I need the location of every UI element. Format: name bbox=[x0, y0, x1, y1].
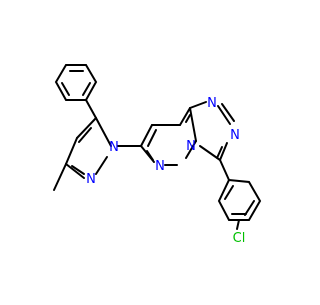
methyl-bond bbox=[53, 163, 67, 191]
phenyl-double-bond bbox=[61, 82, 70, 96]
chlorophenyl-ring-bond bbox=[217, 178, 262, 221]
triazole-chlorophenyl-bond bbox=[219, 159, 230, 181]
chlorine-bond bbox=[236, 219, 240, 230]
pyrazole-double-bond bbox=[71, 165, 85, 175]
atom-label-n: N bbox=[230, 128, 240, 143]
pyridazine-double-bond bbox=[185, 114, 191, 123]
chlorophenyl-double-bond bbox=[224, 185, 234, 200]
triazole-bond bbox=[199, 145, 221, 161]
pyridazine-double-bond bbox=[147, 129, 157, 147]
structure-diagram: N N N N N N Cl bbox=[53, 64, 262, 246]
pyridazine-double-bond bbox=[146, 150, 154, 161]
atom-label-n: N bbox=[155, 159, 165, 174]
triazole-double-bond bbox=[216, 146, 223, 159]
pyrazole-bond bbox=[95, 117, 112, 147]
triazole-bond bbox=[219, 142, 228, 161]
pyrazole-bond bbox=[76, 117, 97, 139]
pyrazole-bond bbox=[65, 163, 85, 179]
triazole-bond bbox=[189, 107, 197, 142]
molecule-canvas: N N N N N N Cl bbox=[53, 64, 262, 246]
pyrazole-bond bbox=[95, 156, 108, 175]
triazole-bond bbox=[189, 101, 207, 109]
pyrazole-bond bbox=[65, 137, 78, 165]
chlorophenyl-double-bond bbox=[244, 200, 255, 216]
phenyl-double-bond bbox=[82, 82, 91, 96]
atom-label-n: N bbox=[109, 140, 119, 155]
bonds bbox=[53, 64, 262, 230]
phenyl-pyrazole-bond bbox=[85, 99, 97, 119]
pyridazine-bond bbox=[140, 124, 153, 147]
triazole-bond bbox=[217, 105, 231, 125]
pyrazole-double-bond bbox=[78, 127, 92, 143]
atom-label-n: N bbox=[186, 139, 196, 154]
pyridazine-bond bbox=[179, 107, 191, 126]
atom-labels: N N N N N N Cl bbox=[86, 96, 245, 246]
atom-label-n: N bbox=[207, 96, 217, 111]
atom-label-n: N bbox=[86, 172, 96, 187]
pyridazine-bond bbox=[185, 140, 197, 159]
atom-label-cl: Cl bbox=[233, 231, 246, 246]
triazole-double-bond bbox=[221, 103, 235, 122]
